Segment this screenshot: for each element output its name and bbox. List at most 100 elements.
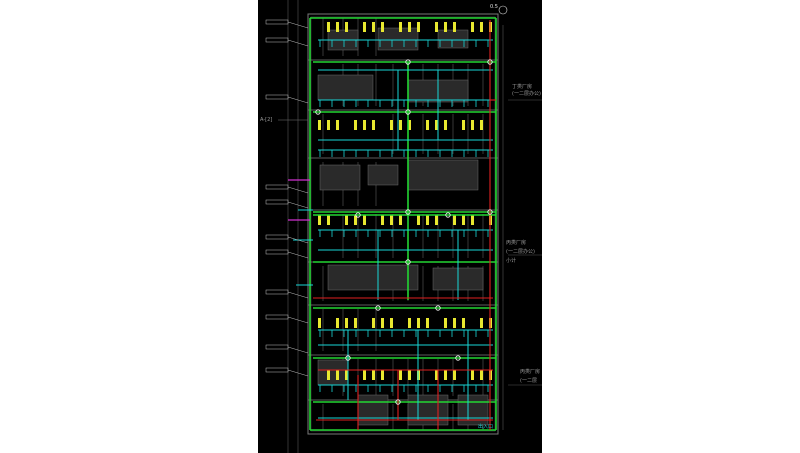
sanitary-fixture: [327, 120, 330, 130]
leader-note: [265, 249, 289, 255]
leader-line: [287, 316, 309, 324]
sanitary-fixture: [453, 370, 456, 380]
cad-viewport[interactable]: A-[2] 丁类厂房 (一二层办公) 丙类厂房 (一二层办公) 小计 丙类厂房 …: [258, 0, 542, 453]
sanitary-fixture: [372, 120, 375, 130]
sanitary-fixture: [399, 370, 402, 380]
sanitary-fixture: [444, 22, 447, 32]
sanitary-fixture: [444, 370, 447, 380]
sanitary-fixture: [480, 22, 483, 32]
sanitary-fixture: [462, 318, 465, 328]
sanitary-fixture: [471, 22, 474, 32]
building-inner-outline: [310, 16, 496, 432]
leader-line: [287, 201, 309, 209]
leader-note: [265, 19, 289, 25]
sanitary-fixture: [435, 22, 438, 32]
sanitary-fixture: [336, 318, 339, 328]
leader-note: [265, 37, 289, 43]
sanitary-fixture: [471, 215, 474, 225]
fixture-layer: [318, 22, 492, 380]
sanitary-fixture: [390, 120, 393, 130]
sanitary-fixture: [363, 120, 366, 130]
leader-line: [287, 291, 309, 299]
leader-note: [265, 199, 289, 205]
sanitary-fixture: [372, 22, 375, 32]
room-area: [367, 164, 399, 186]
sanitary-fixture: [354, 215, 357, 225]
sanitary-fixture: [426, 318, 429, 328]
valve-node: [487, 209, 493, 215]
sanitary-fixture: [471, 120, 474, 130]
leader-line: [287, 186, 309, 194]
sanitary-fixture: [480, 318, 483, 328]
entrance-label: 出入口: [478, 424, 494, 430]
valve-node: [405, 259, 411, 265]
sanitary-fixture: [417, 22, 420, 32]
corner-tag: 0.5: [490, 4, 498, 10]
sanitary-fixture: [408, 22, 411, 32]
sanitary-fixture: [363, 22, 366, 32]
sanitary-fixture: [381, 215, 384, 225]
sanitary-fixture: [390, 318, 393, 328]
room-area: [437, 29, 469, 49]
leader-note: [265, 94, 289, 100]
sanitary-fixture: [336, 370, 339, 380]
leader-note: [265, 184, 289, 190]
leader-line: [287, 96, 309, 104]
sanitary-fixture: [408, 370, 411, 380]
sanitary-fixture: [453, 22, 456, 32]
sanitary-fixture: [417, 215, 420, 225]
valve-node: [445, 212, 451, 218]
leader-line: [287, 39, 309, 47]
sanitary-fixture: [417, 318, 420, 328]
sanitary-fixture: [327, 215, 330, 225]
right-label-mid-1: 丙类厂房: [506, 240, 527, 246]
leader-note: [265, 314, 289, 320]
leader-line: [287, 346, 309, 354]
sanitary-fixture: [345, 22, 348, 32]
sanitary-fixture: [381, 370, 384, 380]
valve-node: [455, 355, 461, 361]
pipe-layer: [288, 17, 497, 431]
sanitary-fixture: [318, 318, 321, 328]
sanitary-fixture: [336, 120, 339, 130]
leader-note: [265, 367, 289, 373]
sanitary-fixture: [435, 215, 438, 225]
sanitary-fixture: [462, 215, 465, 225]
room-area: [319, 164, 361, 191]
sanitary-fixture: [426, 215, 429, 225]
sanitary-fixture: [390, 215, 393, 225]
sanitary-fixture: [408, 120, 411, 130]
sanitary-fixture: [444, 120, 447, 130]
sanitary-fixture: [363, 215, 366, 225]
sanitary-fixture: [471, 370, 474, 380]
sanitary-fixture: [381, 22, 384, 32]
room-area: [317, 74, 374, 101]
sanitary-fixture: [453, 215, 456, 225]
right-label-bottom-2: (一二层: [520, 378, 537, 384]
leader-line: [287, 236, 309, 244]
sanitary-fixture: [354, 318, 357, 328]
valve-node: [405, 209, 411, 215]
sanitary-fixture: [345, 370, 348, 380]
sanitary-fixture: [345, 215, 348, 225]
valve-node: [315, 109, 321, 115]
sanitary-fixture: [480, 120, 483, 130]
sanitary-fixture: [372, 370, 375, 380]
room-area: [407, 159, 479, 191]
valve-node: [355, 212, 361, 218]
leader-note: [265, 289, 289, 295]
valve-node: [405, 109, 411, 115]
sanitary-fixture: [444, 318, 447, 328]
sanitary-fixture: [336, 22, 339, 32]
room-area: [377, 27, 419, 51]
valve-node: [395, 399, 401, 405]
sanitary-fixture: [327, 22, 330, 32]
sanitary-fixture: [318, 120, 321, 130]
sanitary-fixture: [453, 318, 456, 328]
valve-node: [435, 305, 441, 311]
room-area: [327, 264, 419, 291]
sanitary-fixture: [381, 318, 384, 328]
north-arrow-icon: [498, 5, 508, 15]
sanitary-fixture: [354, 120, 357, 130]
sanitary-fixture: [318, 215, 321, 225]
